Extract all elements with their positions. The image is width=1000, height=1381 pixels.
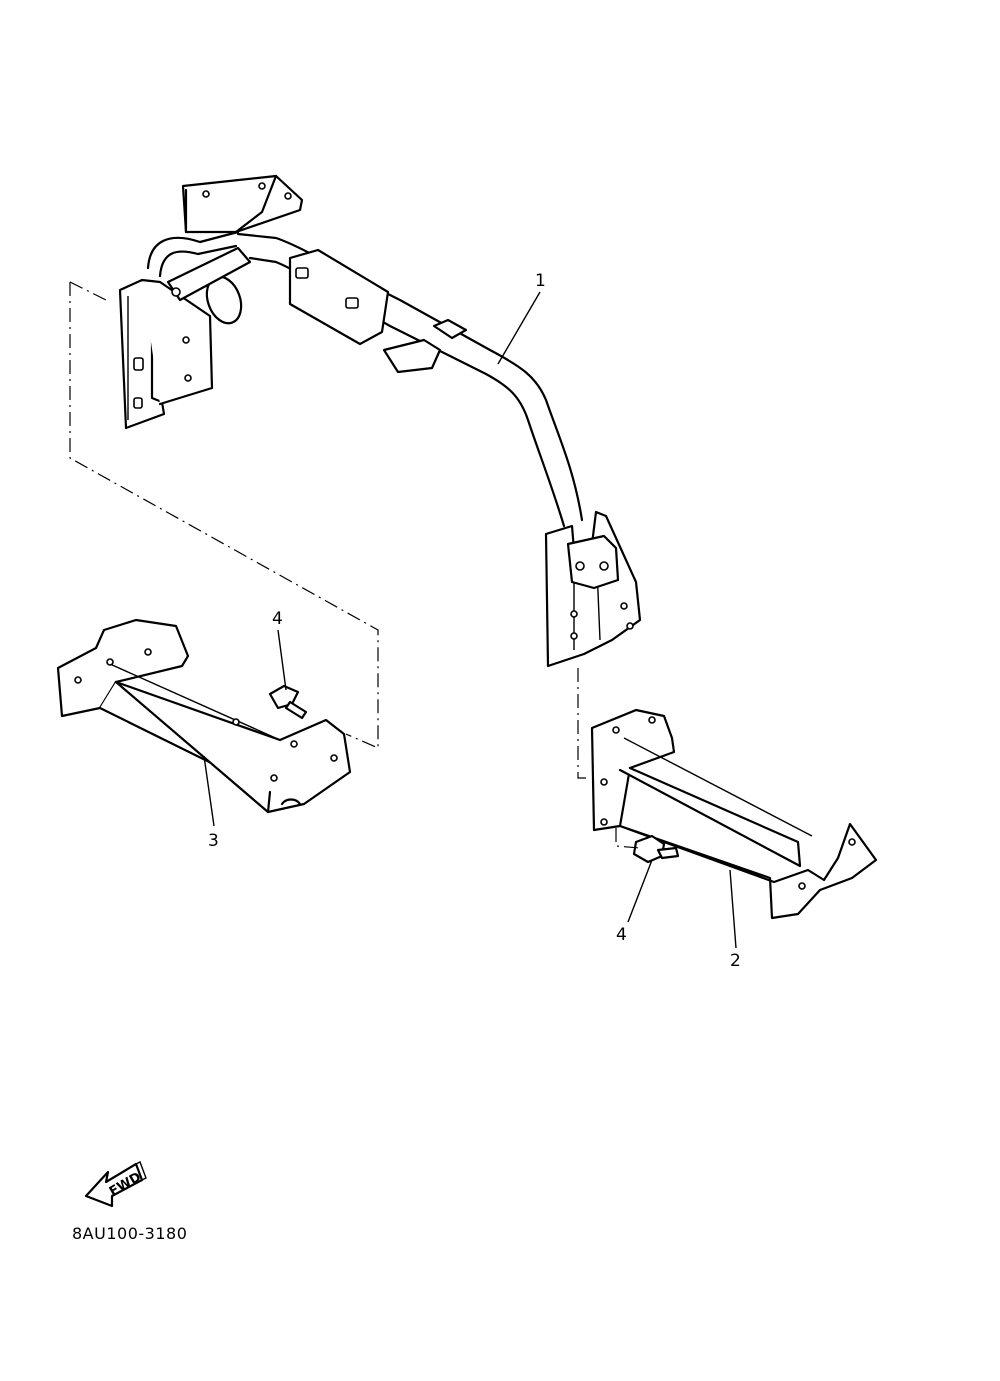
part-4-bolt-left [268, 684, 308, 720]
part-code: 8AU100-3180 [72, 1224, 188, 1243]
callout-1: 1 [535, 271, 546, 291]
callout-3: 3 [208, 831, 219, 851]
leader-lines [203, 291, 737, 949]
part-4-bolt-right [632, 834, 680, 864]
part-1-guard-bar [118, 174, 642, 668]
fwd-arrow-icon: FWD [84, 1161, 147, 1208]
callout-4-lower: 4 [616, 925, 627, 945]
callout-2: 2 [730, 951, 741, 971]
installation-lines [69, 281, 641, 849]
part-3-left-mount [56, 618, 352, 814]
part-2-right-mount [590, 708, 878, 920]
callout-4-upper: 4 [272, 609, 283, 629]
